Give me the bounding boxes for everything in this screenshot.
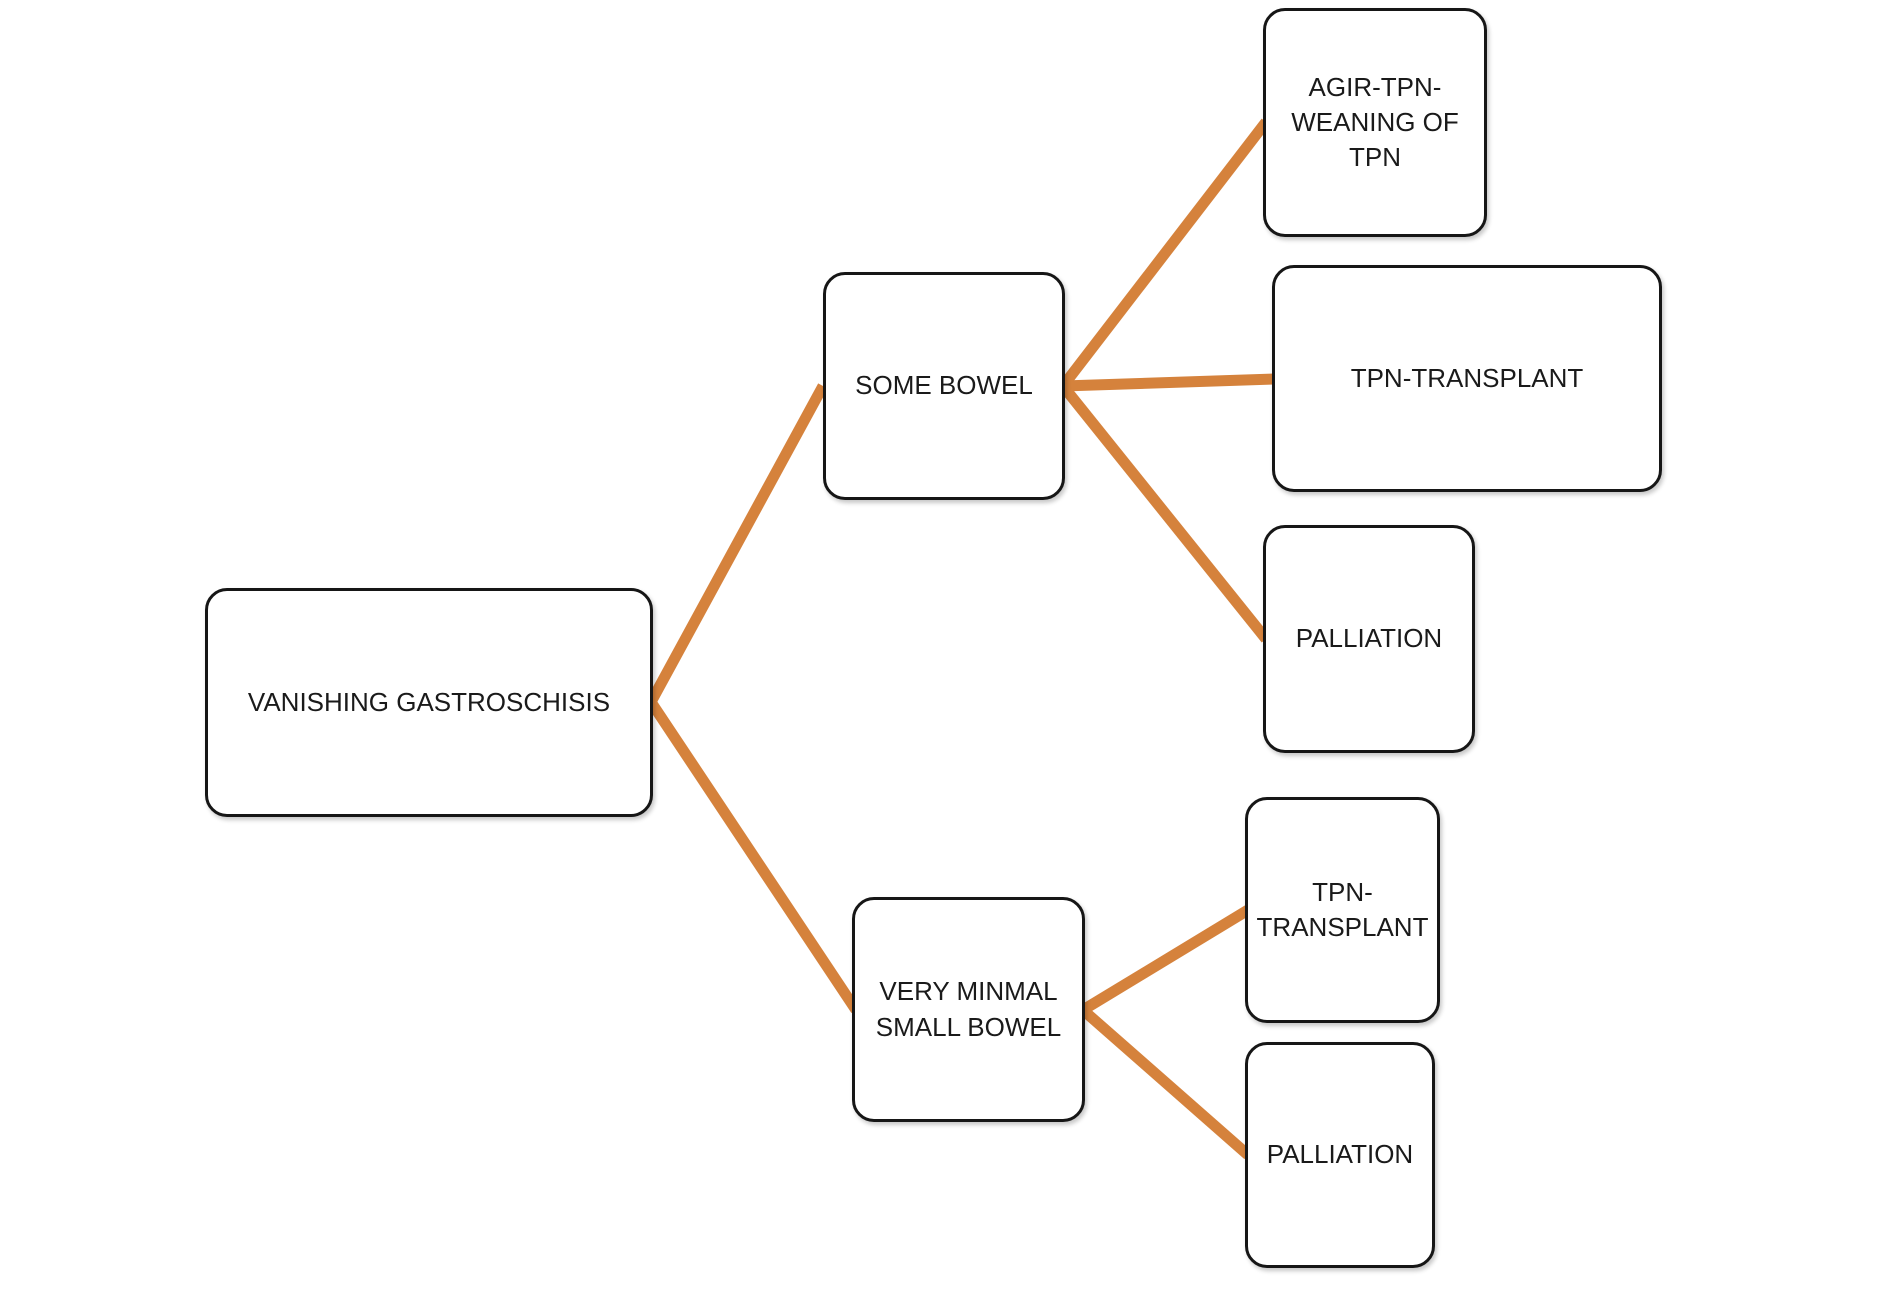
node-very-minimal-small-bowel: VERY MINMAL SMALL BOWEL	[852, 897, 1085, 1122]
node-some-bowel: SOME BOWEL	[823, 272, 1065, 500]
node-label: VERY MINMAL SMALL BOWEL	[875, 976, 1062, 1042]
node-label: PALLIATION	[1295, 623, 1443, 654]
connector-very-minimal-to-palliation	[1079, 1005, 1252, 1160]
node-agir-tpn-weaning-of-tpn: AGIR-TPN-WEANING OF TPN	[1263, 8, 1487, 237]
node-vanishing-gastroschisis: VANISHING GASTROSCHISIS	[205, 588, 653, 817]
node-palliation-lower: PALLIATION	[1245, 1042, 1435, 1268]
node-label: TPN-TRANSPLANT	[1350, 362, 1584, 393]
node-label: TPN-TRANSPLANT	[1256, 876, 1429, 942]
connector-some-bowel-to-palliation	[1058, 382, 1271, 643]
connector-root-to-very-minimal	[646, 698, 861, 1014]
node-palliation-upper: PALLIATION	[1263, 525, 1475, 753]
connector-some-bowel-to-agir	[1058, 118, 1271, 390]
node-label: SOME BOWEL	[855, 370, 1033, 401]
node-tpn-transplant-lower: TPN-TRANSPLANT	[1245, 797, 1440, 1023]
connector-very-minimal-to-tpn-transplant	[1080, 905, 1251, 1015]
connector-some-bowel-to-tpn-transplant	[1062, 373, 1276, 392]
node-tpn-transplant-upper: TPN-TRANSPLANT	[1272, 265, 1662, 492]
node-label: AGIR-TPN-WEANING OF TPN	[1291, 71, 1459, 173]
node-label: PALLIATION	[1266, 1139, 1414, 1170]
node-label: VANISHING GASTROSCHISIS	[247, 686, 611, 717]
connector-root-to-some-bowel	[646, 383, 828, 705]
